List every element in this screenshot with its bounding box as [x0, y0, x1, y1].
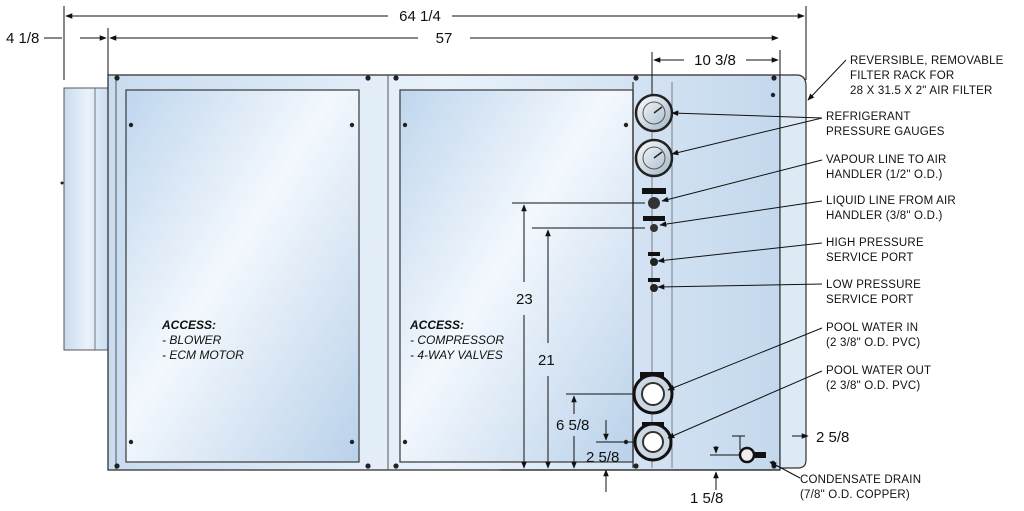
dim-vapour-height: 23	[516, 291, 533, 308]
callout-filter-rack: REVERSIBLE, REMOVABLE FILTER RACK FOR 28…	[850, 55, 1007, 97]
pool-water-out-fitting-icon	[633, 422, 673, 462]
dimension-lines	[44, 6, 809, 492]
compressor-access-label: ACCESS: - COMPRESSOR - 4-WAY VALVES	[409, 318, 507, 362]
liquid-line-fitting-icon	[643, 216, 665, 232]
callout-pressure-gauges: REFRIGERANT PRESSURE GAUGES	[826, 111, 945, 138]
dim-pool-out-height: 2 5/8	[586, 449, 619, 466]
pool-water-in-fitting-icon	[632, 372, 674, 415]
callout-leaders	[657, 59, 847, 479]
callout-liquid-line: LIQUID LINE FROM AIR HANDLER (3/8" O.D.)	[826, 195, 959, 222]
callout-pool-water-in: POOL WATER IN (2 3/8" O.D. PVC)	[826, 322, 922, 349]
dim-condensate-offset: 2 5/8	[816, 429, 849, 446]
dim-pool-in-height: 6 5/8	[556, 417, 589, 434]
callout-high-pressure-port: HIGH PRESSURE SERVICE PORT	[826, 237, 927, 264]
access-item: - COMPRESSOR	[410, 333, 504, 347]
blower-access-panel	[125, 89, 360, 463]
compressor-access-panel	[399, 89, 634, 463]
access-item: - BLOWER	[162, 333, 222, 347]
access-item: - ECM MOTOR	[162, 348, 244, 362]
callout-condensate-drain: CONDENSATE DRAIN (7/8" O.D. COPPER)	[800, 474, 925, 501]
callout-pool-water-out: POOL WATER OUT (2 3/8" O.D. PVC)	[826, 365, 934, 392]
dim-liquid-height: 21	[538, 352, 555, 369]
high-pressure-port-icon	[648, 252, 660, 266]
access-heading: ACCESS:	[409, 318, 464, 332]
vapour-line-fitting-icon	[642, 188, 666, 209]
dim-overall-width: 64 1/4	[399, 8, 441, 25]
pressure-gauge-icon	[634, 138, 674, 178]
access-item: - 4-WAY VALVES	[410, 348, 503, 362]
dim-filter-offset: 10 3/8	[694, 52, 736, 69]
dim-condensate-height: 1 5/8	[690, 490, 723, 507]
callout-low-pressure-port: LOW PRESSURE SERVICE PORT	[826, 279, 924, 306]
dim-cabinet-width: 57	[436, 30, 453, 47]
pressure-gauge-icon	[634, 93, 674, 133]
filter-rack	[779, 74, 807, 469]
low-pressure-port-icon	[648, 278, 660, 292]
callout-vapour-line: VAPOUR LINE TO AIR HANDLER (1/2" O.D.)	[826, 154, 950, 181]
dim-left-offset: 4 1/8	[6, 30, 39, 47]
blower-housing	[63, 87, 113, 351]
access-heading: ACCESS:	[161, 318, 216, 332]
blower-access-label: ACCESS: - BLOWER - ECM MOTOR	[161, 318, 244, 362]
unit-cabinet	[63, 74, 807, 471]
